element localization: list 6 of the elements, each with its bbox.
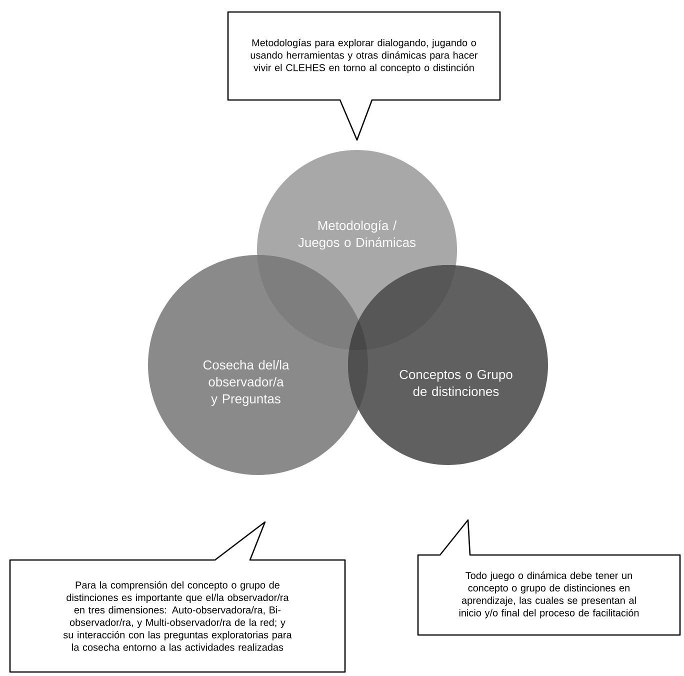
speech-bubble: Todo juego o dinámica debe tener un concepto o grupo de distinciones en aprendizaje, las cuales se presentan al inicio y/o final del proceso de facilitación xyxy=(417,519,681,636)
circle-label: Conceptos o Grupo de distinciones xyxy=(400,370,512,396)
speech-bubble: Metodologías para explorar dialogando, jugando o usando herramientas y otras dinámicas para hacer vivir el CLEHES en torno al concepto o distinción xyxy=(227,11,501,141)
circle-label: Metodología / Juegos o Dinámicas xyxy=(298,220,416,250)
speech-bubble: Para la comprensión del concepto o grupo de distinciones es importante que el/la observador/ra en tres dimensiones: Auto-observadora/ra, Bi-observador/ra, y Multi-observador/ra de la red; y su interacción con las preguntas exploratorias para la cosecha entorno a las actividades realizadas xyxy=(9,521,346,673)
circle-label: Cosecha del/la observador/a y Preguntas xyxy=(203,360,290,406)
